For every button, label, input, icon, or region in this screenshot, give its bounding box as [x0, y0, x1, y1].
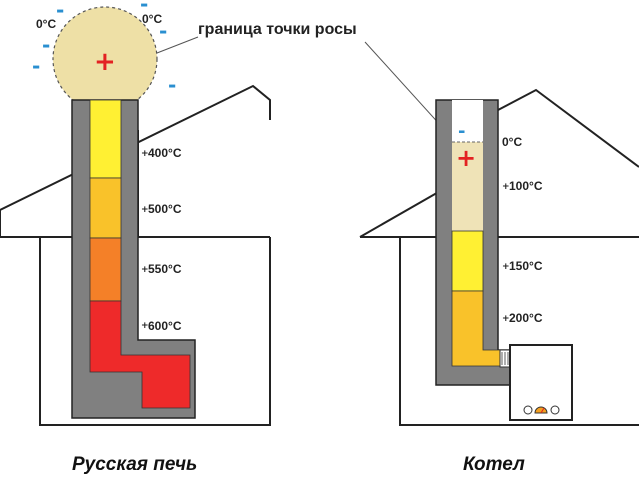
- flue-zone-400: [89, 99, 122, 179]
- stove-temp-plus: +: [141, 265, 149, 275]
- flue-zone-150: [451, 230, 484, 292]
- minus-sign: -: [168, 73, 176, 97]
- house-outline: [359, 88, 639, 426]
- minus-sign: -: [32, 54, 40, 78]
- boiler-temp-plus: +: [502, 182, 510, 192]
- stove-temp-500: 500°C: [148, 202, 182, 216]
- stove-temp-400: 400°C: [148, 146, 182, 160]
- plus-sign: +: [456, 144, 476, 172]
- minus-sign: -: [159, 19, 167, 43]
- minus-sign: -: [56, 0, 64, 22]
- boiler-temp-plus: +: [502, 262, 510, 272]
- flue-zone-100: [452, 142, 483, 231]
- stove-temp-labels: + 400°C + 500°C + 550°C + 600°C: [141, 146, 182, 333]
- dew-point-label: граница точки росы: [198, 21, 357, 38]
- boiler-temp-200: 200°C: [509, 311, 543, 325]
- boiler-temp-0: 0°C: [502, 135, 522, 149]
- boiler-gauge-needle: [540, 407, 545, 414]
- boiler-diagram: - + 0°C + 100°C + 150°C + 200°C Котел: [359, 88, 639, 475]
- minus-sign: -: [458, 121, 465, 142]
- stove-temp-600: 600°C: [148, 319, 182, 333]
- boiler-temp-labels: 0°C + 100°C + 150°C + 200°C: [502, 135, 543, 325]
- flue-zone-cold: [452, 100, 483, 142]
- boiler-temp-100: 100°C: [509, 179, 543, 193]
- steam-cloud: [52, 6, 158, 112]
- stove-top-right-temp: 0°C: [142, 12, 162, 26]
- russian-stove-diagram: + 400°C + 500°C + 550°C + 600°C + - - - …: [0, 0, 271, 475]
- stove-caption: Русская печь: [72, 454, 197, 475]
- flue-zone-500: [89, 177, 122, 239]
- boiler-knob-icon: [523, 405, 533, 415]
- dew-point-pointer-left: [156, 36, 199, 54]
- boiler-caption: Котел: [463, 454, 525, 475]
- flue-zone-550: [89, 237, 122, 302]
- stove-temp-plus: +: [141, 205, 149, 215]
- minus-sign: -: [140, 0, 148, 16]
- stove-temp-550: 550°C: [148, 262, 182, 276]
- stove-temp-plus: +: [141, 321, 149, 331]
- stove-temp-plus: +: [141, 149, 149, 159]
- boiler-temp-150: 150°C: [509, 259, 543, 273]
- boiler-temp-plus: +: [502, 314, 510, 324]
- flue-zone-600: [89, 300, 191, 409]
- minus-sign: -: [42, 33, 50, 57]
- plus-sign: +: [94, 47, 116, 77]
- boiler-knob-icon: [550, 405, 560, 415]
- stove-top-left-temp: 0°C: [36, 17, 56, 31]
